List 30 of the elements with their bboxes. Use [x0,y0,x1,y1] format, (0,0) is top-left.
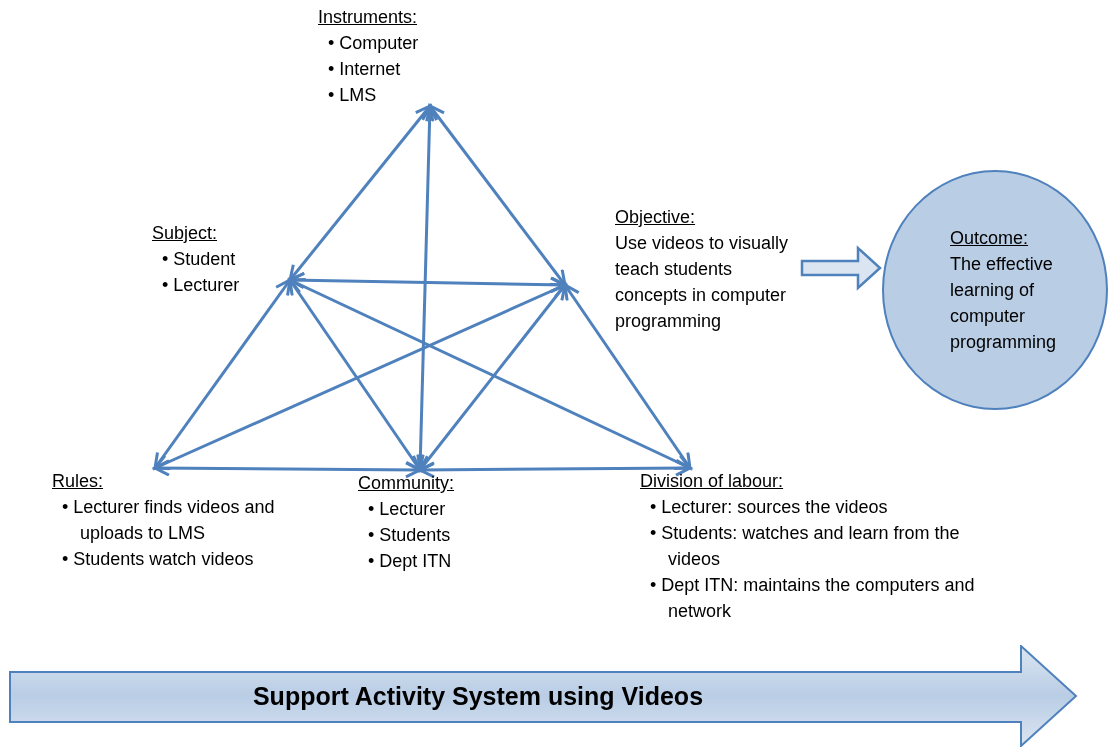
section-heading: Outcome: [950,227,1030,250]
double-arrow [411,104,439,472]
description-text: Use videos to visually teach students concepts in computer programming [615,232,790,333]
band-title: Support Activity System using Videos [252,681,704,713]
double-arrow [288,278,422,472]
double-arrow [153,278,292,470]
list-item: • Lecturer [161,274,241,297]
double-arrow [563,283,692,470]
section-heading: Subject: [152,222,219,245]
list-item: • Lecturer: sources the videos [649,496,889,519]
double-arrow [418,459,692,479]
list-item: • LMS [327,84,378,107]
section-heading: Community: [358,472,456,495]
section-heading: Division of labour: [640,470,785,493]
list-item: • Internet [327,58,402,81]
list-item: • Lecturer finds videos and uploads to LMS [61,496,276,545]
description-text: The effective learning of computer programming [950,253,1058,354]
list-item: • Students: watches and learn from the videos [649,522,961,571]
section-heading: Instruments: [318,6,419,29]
list-item: • Dept ITN: maintains the computers and network [649,574,976,623]
block-arrow [800,245,882,291]
list-item: • Computer [327,32,420,55]
section-heading: Rules: [52,470,105,493]
list-item: • Students watch videos [61,548,255,571]
list-item: • Dept ITN [367,550,453,573]
list-item: • Student [161,248,237,271]
double-arrow [153,459,422,479]
list-item: • Lecturer [367,498,447,521]
list-item: • Students [367,524,452,547]
section-heading: Objective: [615,206,697,229]
